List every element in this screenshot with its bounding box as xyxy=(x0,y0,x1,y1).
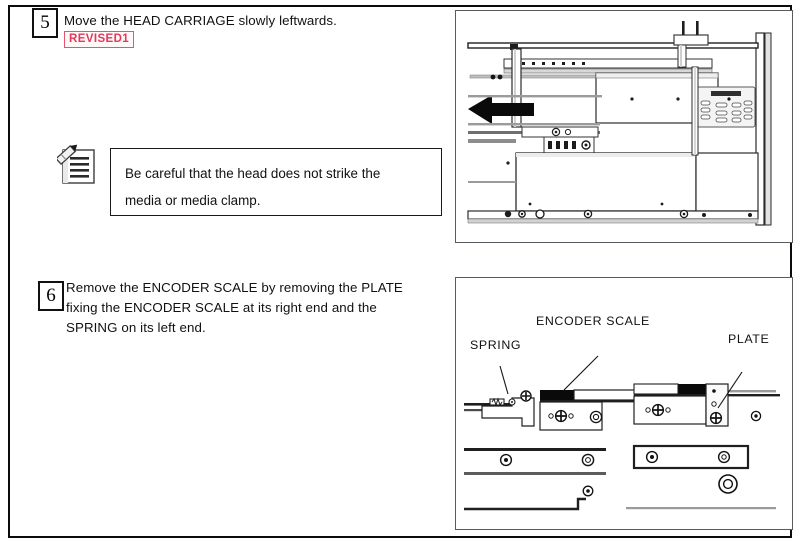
step-6-line-2: fixing the ENCODER SCALE at its right en… xyxy=(66,300,377,315)
step-5-text: Move the HEAD CARRIAGE slowly leftwards. xyxy=(64,11,444,31)
revised-badge: REVISED1 xyxy=(64,31,135,48)
caution-note-box: Be careful that the head does not strike… xyxy=(110,148,442,216)
label-plate: PLATE xyxy=(728,332,770,346)
plate-detail xyxy=(705,383,729,427)
label-encoder-scale: ENCODER SCALE xyxy=(536,314,650,328)
step-6-line-3: SPRING on its left end. xyxy=(66,320,206,335)
step-number-6: 6 xyxy=(38,281,64,311)
figure-panel-lower: SPRING ENCODER SCALE PLATE xyxy=(455,277,793,530)
note-line-2: media or media clamp. xyxy=(125,193,261,208)
step-6-text: Remove the ENCODER SCALE by removing the… xyxy=(66,278,444,338)
step-6-line-1: Remove the ENCODER SCALE by removing the… xyxy=(66,280,403,295)
note-line-1: Be careful that the head does not strike… xyxy=(125,166,381,181)
note-text: Be careful that the head does not strike… xyxy=(125,160,425,214)
step-5-line-1: Move the HEAD CARRIAGE slowly leftwards. xyxy=(64,13,337,28)
note-memo-pencil-icon xyxy=(57,143,101,189)
label-spring: SPRING xyxy=(470,338,522,352)
carriage-direction-arrow xyxy=(468,95,534,124)
figure-panel-upper xyxy=(455,10,793,243)
printer-operation-panel xyxy=(696,86,756,128)
spring-detail xyxy=(489,397,505,407)
step-number-5: 5 xyxy=(32,8,58,38)
